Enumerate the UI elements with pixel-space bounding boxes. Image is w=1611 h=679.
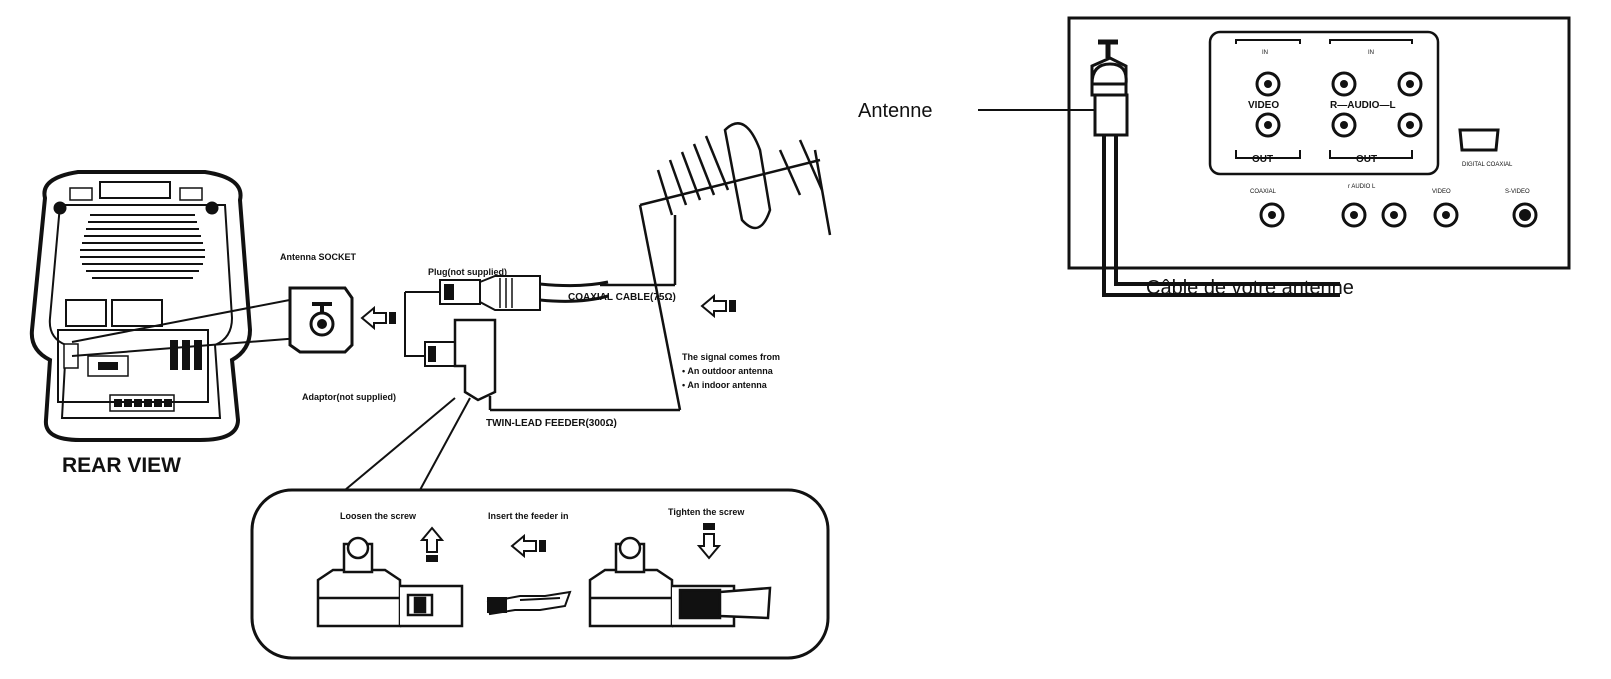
audio-in-label: IN bbox=[1368, 50, 1374, 56]
antenna-cable bbox=[1102, 135, 1340, 297]
signal-heading: The signal comes from bbox=[682, 352, 780, 362]
left-arrow-icon bbox=[360, 305, 396, 331]
coaxial-cable-label: COAXIAL CABLE(75Ω) bbox=[568, 292, 676, 303]
feeder-wire bbox=[486, 590, 572, 616]
video-label: VIDEO bbox=[1248, 100, 1279, 111]
up-arrow-icon bbox=[419, 526, 445, 562]
rca-jacks bbox=[1255, 71, 1538, 228]
digital-coaxial-label: DIGITAL COAXIAL bbox=[1462, 162, 1513, 168]
terminal-block-tighten bbox=[588, 536, 772, 628]
right-arrow-icon bbox=[700, 293, 736, 319]
rear-view-label: REAR VIEW bbox=[62, 454, 181, 477]
signal-item-indoor: • An indoor antenna bbox=[682, 380, 768, 390]
signal-item-outdoor: • An outdoor antenna bbox=[682, 366, 774, 376]
antenne-label: Antenne bbox=[858, 100, 933, 122]
svideo-label: S-VIDEO bbox=[1505, 189, 1530, 195]
twin-lead-label: TWIN-LEAD FEEDER(300Ω) bbox=[486, 418, 617, 429]
step-loosen-label: Loosen the screw bbox=[340, 511, 417, 521]
outdoor-antenna bbox=[488, 122, 832, 412]
antenna-socket-label: Antenna SOCKET bbox=[280, 252, 357, 262]
plug-label: Plug(not supplied) bbox=[428, 267, 507, 277]
video-out-jack-label: VIDEO bbox=[1432, 189, 1451, 195]
plug-and-adaptor bbox=[404, 275, 609, 402]
installation-steps-panel: Loosen the screw Insert the feeder in Ti… bbox=[250, 488, 830, 660]
insert-arrow-icon bbox=[510, 533, 546, 559]
audio-out-rl-label: r AUDIO L bbox=[1348, 184, 1376, 190]
device-back-panel bbox=[1067, 16, 1571, 270]
step-insert-label: Insert the feeder in bbox=[488, 511, 569, 521]
zoom-callout-lines bbox=[344, 397, 471, 491]
coaxial-label: COAXIAL bbox=[1250, 189, 1277, 195]
adaptor-label: Adaptor(not supplied) bbox=[302, 392, 396, 402]
antenna-socket-icon bbox=[309, 302, 335, 337]
audio-label: R—AUDIO—L bbox=[1330, 100, 1396, 111]
terminal-block-loosen bbox=[316, 536, 464, 628]
video-out-label: OUT bbox=[1252, 154, 1273, 165]
audio-out-label: OUT bbox=[1356, 154, 1377, 165]
cable-label: Câble de votre antenne bbox=[1146, 277, 1354, 299]
down-arrow-icon bbox=[696, 523, 722, 560]
video-in-label: IN bbox=[1262, 50, 1268, 56]
tv-rear-view bbox=[29, 170, 253, 442]
step-tighten-label: Tighten the screw bbox=[668, 507, 745, 517]
antenna-input-jack bbox=[1090, 39, 1129, 137]
